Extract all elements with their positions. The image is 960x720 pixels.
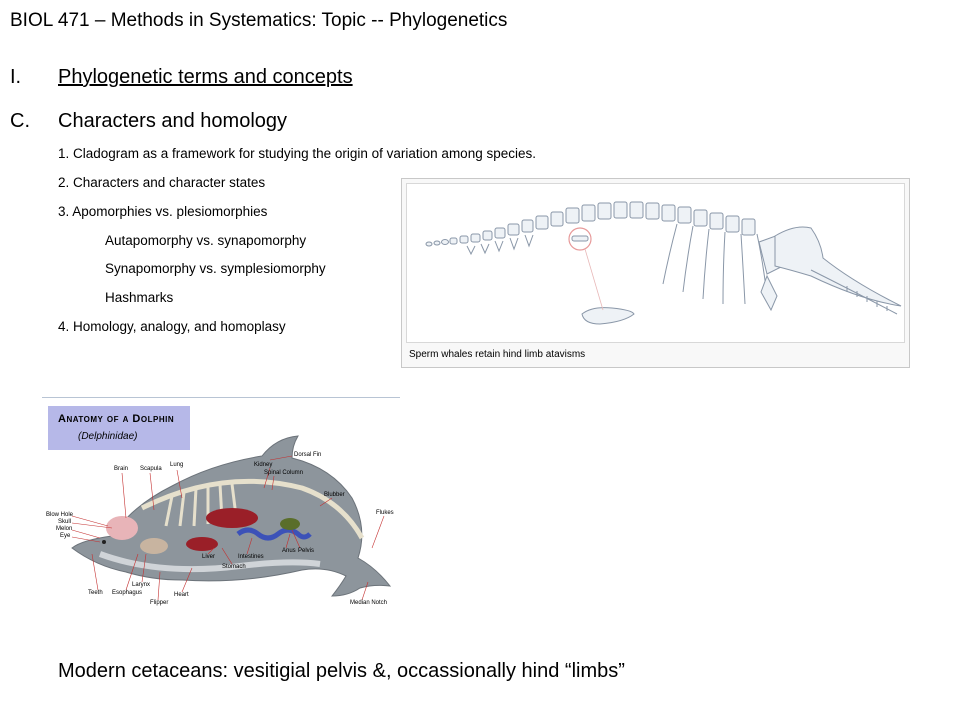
label-pelvis: Pelvis: [298, 548, 315, 554]
dolphin-subtitle: (Delphinidae): [78, 431, 138, 442]
label-skull: Skull: [58, 519, 72, 525]
dolphin-anatomy-figure: Anatomy of a Dolphin (Delphinidae): [42, 398, 402, 610]
label-melon: Melon: [56, 526, 73, 532]
label-liver: Liver: [202, 554, 216, 560]
label-esophagus: Esophagus: [112, 590, 143, 596]
label-kidney: Kidney: [254, 462, 273, 468]
subsection-letter: C.: [10, 110, 30, 132]
dolphin-title-box: Anatomy of a Dolphin (Delphinidae): [48, 406, 190, 450]
label-brain: Brain: [114, 466, 129, 472]
label-heart: Heart: [174, 592, 189, 598]
label-intestines: Intestines: [238, 554, 264, 560]
label-median-notch: Median Notch: [350, 600, 388, 606]
label-blubber: Blubber: [324, 492, 345, 498]
section-text: Phylogenetic terms and concepts: [58, 66, 353, 88]
sub-list-item: Synapomorphy vs. symplesiomorphy: [105, 261, 326, 276]
list-item: 4. Homology, analogy, and homoplasy: [58, 319, 286, 334]
whale-skeleton-drawing: [425, 201, 902, 325]
label-scapula: Scapula: [140, 466, 162, 472]
dolphin-title: Anatomy of a Dolphin: [58, 413, 175, 425]
label-anus: Anus: [282, 548, 296, 554]
bottom-statement: Modern cetaceans: vesitigial pelvis &, o…: [58, 660, 625, 682]
dolphin-drawing: [71, 435, 392, 601]
label-larynx: Larynx: [132, 582, 151, 588]
label-spinal-column: Spinal Column: [264, 470, 304, 476]
sub-list-item: Autapomorphy vs. synapomorphy: [105, 233, 307, 248]
section-heading: I. Phylogenetic terms and concepts: [10, 66, 353, 89]
list-item: 1. Cladogram as a framework for studying…: [58, 146, 536, 161]
list-item: 2. Characters and character states: [58, 175, 266, 190]
subsection-heading: C. Characters and homology: [10, 110, 287, 133]
section-number: I.: [10, 66, 22, 88]
subsection-text: Characters and homology: [58, 110, 288, 132]
label-dorsal-fin: Dorsal Fin: [294, 452, 322, 458]
label-flipper: Flipper: [150, 600, 169, 606]
label-stomach: Stomach: [222, 564, 246, 570]
label-flukes: Flukes: [376, 510, 394, 516]
label-blow-hole: Blow Hole: [46, 512, 74, 518]
label-teeth: Teeth: [88, 590, 103, 596]
whale-skeleton-figure: Sperm whales retain hind limb atavisms: [401, 178, 910, 368]
whale-skeleton-image: [406, 183, 905, 343]
figure-divider: [42, 397, 400, 398]
whale-caption: Sperm whales retain hind limb atavisms: [409, 349, 586, 360]
list-item: 3. Apomorphies vs. plesiomorphies: [58, 204, 268, 219]
label-lung: Lung: [170, 462, 184, 468]
sub-list-item: Hashmarks: [105, 290, 174, 305]
label-eye: Eye: [60, 533, 71, 539]
slide-title: BIOL 471 – Methods in Systematics: Topic…: [10, 10, 508, 31]
